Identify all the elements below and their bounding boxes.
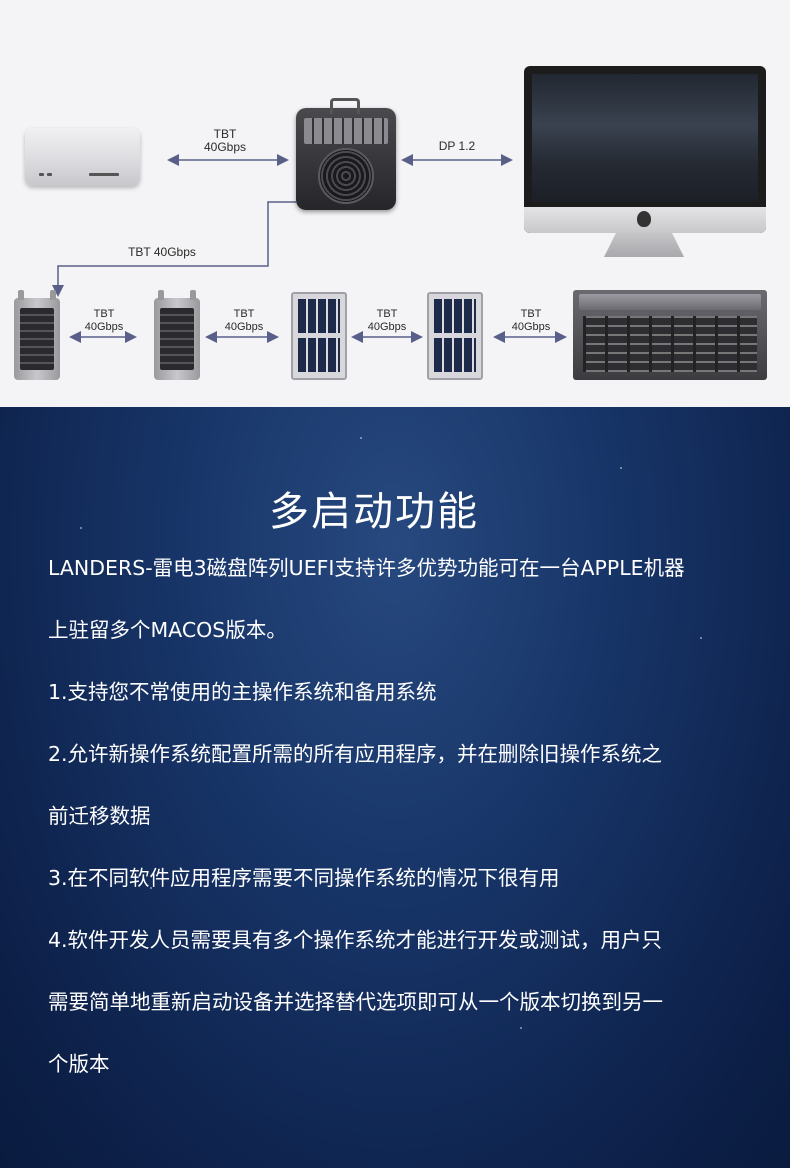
connection-diagram: TBT 40Gbps DP 1.2 TBT 40Gbps TBT 40Gbps …: [0, 0, 790, 407]
port-icon: [39, 173, 44, 176]
tower-handle: [158, 290, 164, 300]
star-dot: [80, 527, 82, 529]
label-chain-3: TBT 40Gbps: [367, 308, 407, 333]
label-mac-enclosure: TBT 40Gbps: [203, 127, 247, 154]
star-dot: [360, 437, 362, 439]
rack-drive-bay: [434, 338, 476, 372]
paragraph-line: 个版本: [48, 1052, 110, 1076]
paragraph-line: 1.支持您不常使用的主操作系统和备用系统: [48, 680, 437, 704]
diagram-arrows: [52, 154, 567, 343]
paragraph-line: 前迁移数据: [48, 804, 151, 828]
enclosure-drive-bays: [304, 118, 388, 144]
imac-display: [524, 66, 766, 233]
label-chain-2: TBT 40Gbps: [224, 308, 264, 333]
rack-server: [573, 290, 767, 380]
label-tbt-down: TBT 40Gbps: [128, 245, 196, 259]
tower-handle: [18, 290, 24, 300]
multi-boot-info-section: 多启动功能 LANDERS-雷电3磁盘阵列UEFI支持许多优势功能可在一台APP…: [0, 407, 790, 1168]
tower-handle: [50, 290, 56, 300]
rack-enclosure-2: [427, 292, 483, 380]
star-dot: [150, 887, 152, 889]
rack-drive-bay: [298, 338, 340, 372]
imac-chin: [524, 207, 766, 233]
card-slot: [89, 173, 119, 176]
tower-unit-2: [154, 290, 200, 380]
label-chain-4: TBT 40Gbps: [511, 308, 551, 333]
server-top-panel: [579, 294, 761, 310]
section-title: 多启动功能: [269, 489, 479, 535]
star-dot: [700, 637, 702, 639]
paragraph-line: 4.软件开发人员需要具有多个操作系统才能进行开发或测试，用户只: [48, 928, 663, 952]
fan-icon: [318, 148, 374, 204]
rack-drive-bay: [298, 299, 340, 333]
star-dot: [520, 1027, 522, 1029]
paragraph-line: 上驻留多个MACOS版本。: [48, 618, 287, 642]
label-chain-1: TBT 40Gbps: [84, 308, 124, 333]
thunderbolt-enclosure: [296, 98, 396, 210]
paragraph-line: 3.在不同软件应用程序需要不同操作系统的情况下很有用: [48, 866, 560, 890]
label-displayport: DP 1.2: [438, 139, 476, 153]
port-icon: [47, 173, 52, 176]
imac-screen: [532, 74, 758, 202]
paragraph-line: 需要简单地重新启动设备并选择替代选项即可从一个版本切换到另一: [48, 990, 663, 1014]
arrow-enclosure-chain: [52, 201, 296, 297]
server-drive-grid: [583, 316, 757, 372]
tower-drive-bays: [20, 308, 54, 370]
imac-stand: [604, 233, 684, 257]
tower-unit-1: [14, 290, 60, 380]
enclosure-handle: [330, 98, 360, 114]
tower-handle: [190, 290, 196, 300]
rack-drive-bay: [434, 299, 476, 333]
mac-studio-device: [25, 128, 140, 186]
paragraph-line: 2.允许新操作系统配置所需的所有应用程序，并在删除旧操作系统之: [48, 742, 663, 766]
rack-enclosure-1: [291, 292, 347, 380]
apple-logo-icon: [637, 211, 651, 227]
tower-drive-bays: [160, 308, 194, 370]
paragraph-line: LANDERS-雷电3磁盘阵列UEFI支持许多优势功能可在一台APPLE机器: [48, 556, 685, 580]
star-dot: [620, 467, 622, 469]
